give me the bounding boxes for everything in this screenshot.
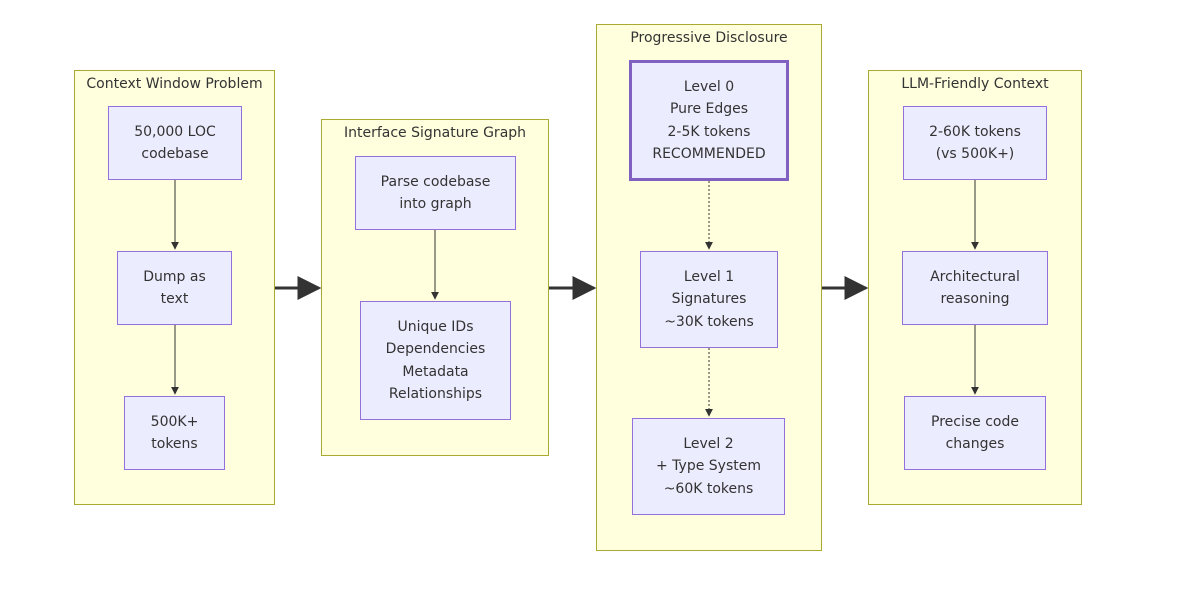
node-line: Level 1 xyxy=(683,268,735,285)
node-line: Precise code xyxy=(931,413,1019,430)
cluster-title: LLM-Friendly Context xyxy=(901,76,1049,92)
node-line: Architectural xyxy=(930,268,1020,285)
node-line: Parse codebase xyxy=(380,173,491,190)
node-line: text xyxy=(160,291,189,307)
node-architectural-reasoning: Architectural reasoning xyxy=(902,251,1048,325)
node-dump-as-text: Dump as text xyxy=(117,251,232,325)
node-line: tokens xyxy=(151,436,198,452)
node-line: Unique IDs xyxy=(397,318,474,335)
node-line: Metadata xyxy=(402,363,469,380)
node-2-60k-tokens: 2-60K tokens (vs 500K+) xyxy=(903,106,1047,180)
node-line: changes xyxy=(945,436,1005,452)
node-line: Dependencies xyxy=(385,341,486,357)
cluster-title: Progressive Disclosure xyxy=(630,30,788,46)
node-line: + Type System xyxy=(656,458,761,475)
node-line: Pure Edges xyxy=(669,101,749,117)
node-line: (vs 500K+) xyxy=(935,146,1015,162)
node-graph-contents: Unique IDs Dependencies Metadata Relatio… xyxy=(360,301,511,420)
node-line: 2-60K tokens xyxy=(929,123,1021,140)
node-line: 500K+ xyxy=(150,413,199,430)
node-level-1: Level 1 Signatures ~30K tokens xyxy=(640,251,778,348)
node-line: RECOMMENDED xyxy=(652,146,766,162)
node-line: Relationships xyxy=(388,386,483,402)
node-line: into graph xyxy=(399,196,472,212)
node-precise-code-changes: Precise code changes xyxy=(904,396,1046,470)
cluster-title: Interface Signature Graph xyxy=(343,125,527,141)
node-line: codebase xyxy=(141,146,209,162)
node-line: ~60K tokens xyxy=(663,480,754,497)
node-line: ~30K tokens xyxy=(664,313,754,330)
node-parse-codebase: Parse codebase into graph xyxy=(355,156,516,230)
node-line: Signatures xyxy=(671,291,747,308)
node-level-0: Level 0 Pure Edges 2-5K tokens RECOMMEND… xyxy=(629,60,789,181)
cluster-title: Context Window Problem xyxy=(86,76,263,92)
node-line: 50,000 LOC xyxy=(134,123,216,140)
node-level-2: Level 2 + Type System ~60K tokens xyxy=(632,418,785,515)
node-loc-codebase: 50,000 LOC codebase xyxy=(108,106,242,180)
node-line: reasoning xyxy=(940,291,1010,307)
node-500k-tokens: 500K+ tokens xyxy=(124,396,225,470)
node-line: Dump as xyxy=(143,268,206,285)
node-line: Level 0 xyxy=(683,78,735,95)
node-line: 2-5K tokens xyxy=(667,123,751,140)
node-line: Level 2 xyxy=(683,435,734,452)
